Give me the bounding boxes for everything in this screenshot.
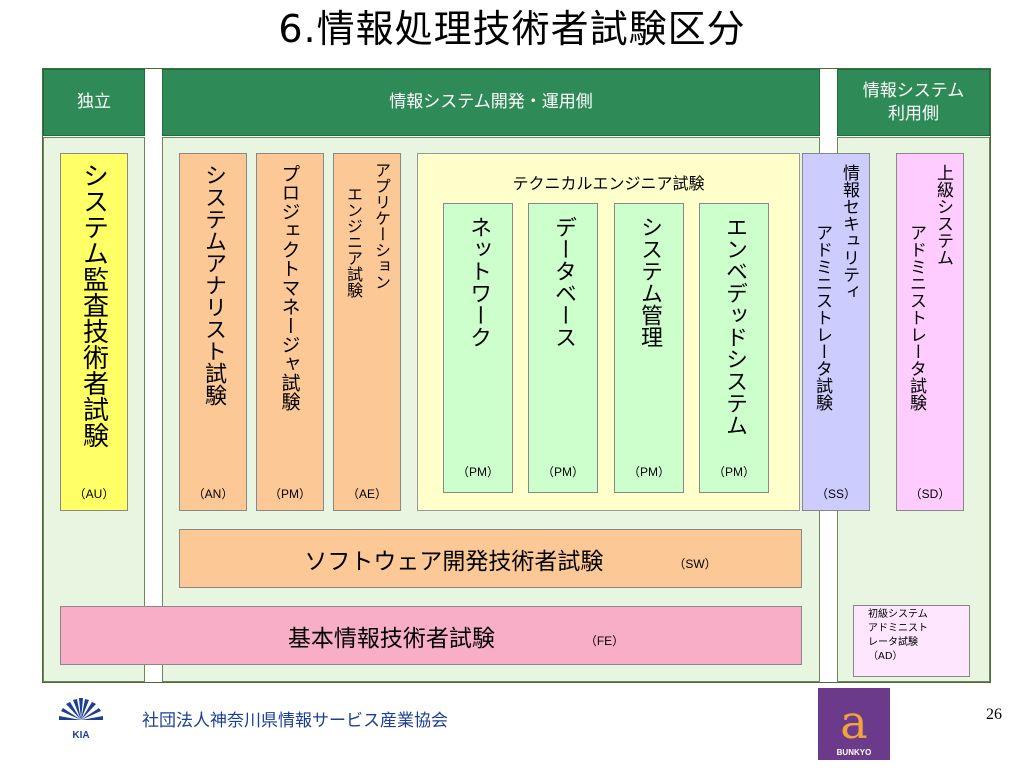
exam-embedded-system: エンベデッドシステム （PM） — [699, 203, 769, 493]
svg-text:a: a — [840, 695, 867, 749]
exam-ad: 初級システム アドミニスト レータ試験 （AD） — [853, 605, 970, 677]
kia-logo: KIA — [58, 698, 104, 742]
exam-ae-abbr: （AE） — [346, 487, 387, 501]
exam-fe-abbr: （FE） — [584, 634, 625, 648]
exam-sd-label-line1: 上級システム — [933, 164, 953, 266]
exam-ae: アプリケーション エンジニア試験 （AE） — [333, 153, 401, 511]
exam-ss-label-line1: 情報セキュリティ — [839, 164, 859, 300]
exam-ae-label-line1: アプリケーション — [372, 162, 391, 290]
exam-sd: 上級システム アドミニストレータ試験 （SD） — [896, 153, 964, 511]
exam-pm-abbr: （PM） — [268, 487, 311, 501]
exam-database-label: データベース — [551, 216, 576, 348]
exam-fe: 基本情報技術者試験 （FE） — [60, 606, 802, 665]
page-title: 6.情報処理技術者試験区分 — [278, 7, 746, 51]
exam-system-management: システム管理 （PM） — [614, 203, 684, 493]
exam-sw-abbr: （SW） — [673, 557, 717, 571]
exam-an-abbr: （AN） — [192, 487, 234, 501]
exam-system-management-abbr: （PM） — [627, 465, 670, 479]
exam-ss-label-line2: アドミニストレータ試験 — [812, 224, 832, 411]
header-development: 情報システム開発・運用側 — [162, 69, 820, 136]
exam-network-abbr: （PM） — [456, 465, 499, 479]
exam-sw-label: ソフトウェア開発技術者試験 — [304, 548, 604, 575]
kia-logo-text: KIA — [72, 730, 89, 741]
org-name: 社団法人神奈川県情報サービス産業協会 — [142, 711, 448, 731]
technical-engineer-title: テクニカルエンジニア試験 — [512, 174, 705, 193]
exam-network-label: ネットワーク — [466, 216, 491, 348]
exam-au-abbr: （AU） — [73, 487, 115, 501]
exam-sw: ソフトウェア開発技術者試験 （SW） — [179, 529, 802, 588]
bunkyo-logo: a BUNKYO — [818, 688, 890, 760]
exam-pm: プロジェクトマネージャ試験 （PM） — [256, 153, 324, 511]
exam-system-management-label: システム管理 — [637, 216, 662, 348]
exam-au-label: システム監査技術者試験 — [78, 162, 109, 448]
exam-sd-label-line2: アドミニストレータ試験 — [906, 224, 926, 411]
header-user-side: 情報システム 利用側 — [837, 69, 990, 136]
exam-ae-label-line2: エンジニア試験 — [344, 186, 363, 298]
bunkyo-logo-text: BUNKYO — [837, 748, 872, 757]
page-number: 26 — [986, 706, 1002, 723]
exam-sd-abbr: （SD） — [909, 487, 951, 501]
exam-ss-abbr: （SS） — [815, 487, 856, 501]
exam-embedded-system-abbr: （PM） — [712, 465, 755, 479]
exam-database: データベース （PM） — [528, 203, 598, 493]
exam-au: システム監査技術者試験 （AU） — [60, 153, 128, 511]
exam-an-label: システムアナリスト試験 — [201, 164, 226, 406]
exam-fe-label: 基本情報技術者試験 — [287, 625, 495, 652]
exam-an: システムアナリスト試験 （AN） — [179, 153, 247, 511]
exam-embedded-system-label: エンベデッドシステム — [722, 216, 747, 436]
header-independent: 独立 — [43, 69, 145, 136]
exam-database-abbr: （PM） — [541, 465, 584, 479]
exam-pm-label: プロジェクトマネージャ試験 — [278, 164, 301, 411]
exam-network: ネットワーク （PM） — [443, 203, 513, 493]
exam-ss: 情報セキュリティ アドミニストレータ試験 （SS） — [802, 153, 870, 511]
